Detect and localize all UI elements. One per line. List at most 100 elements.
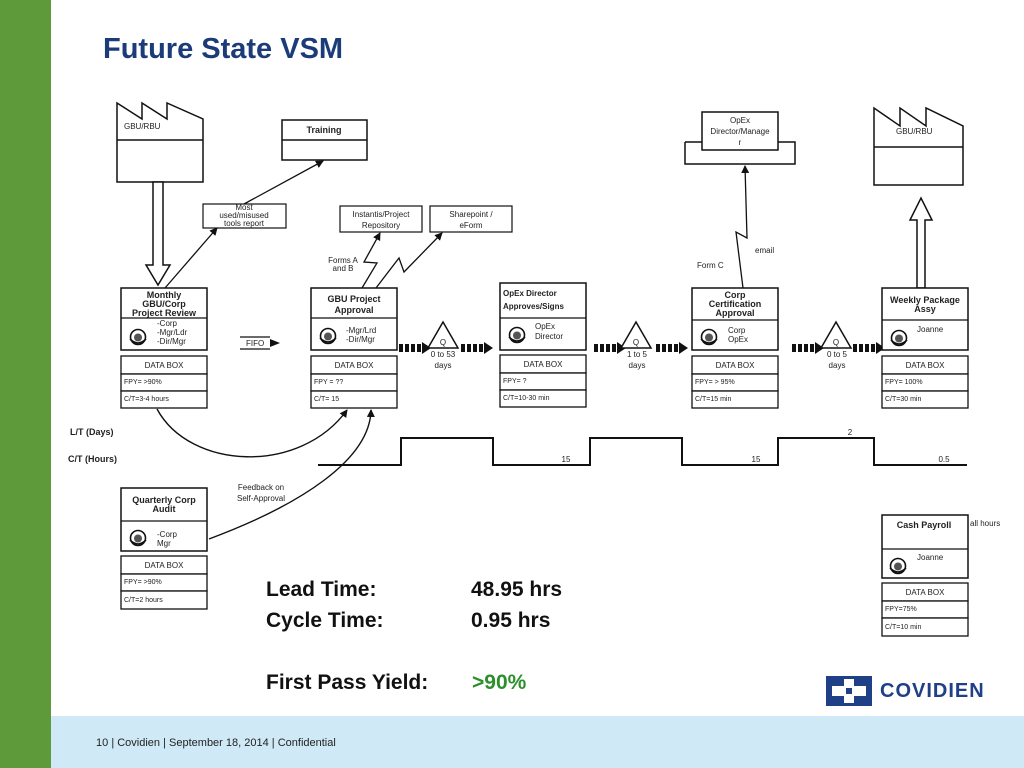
footer-page-number: 10 bbox=[96, 737, 109, 749]
process-name: Approves/Signs bbox=[503, 302, 564, 311]
push-arrow-icon bbox=[461, 342, 493, 354]
process-name: Corp bbox=[725, 290, 746, 300]
data-box-ct: C/T=3-4 hours bbox=[124, 396, 169, 403]
push-arrow-icon bbox=[792, 342, 824, 354]
data-box-fpy: FPY= >90% bbox=[124, 379, 162, 386]
process-name: Assy bbox=[914, 304, 936, 314]
opex-manager-line: Director/Manage bbox=[710, 127, 770, 136]
queue-days: 1 to 5 bbox=[627, 350, 648, 359]
process-name: Certification bbox=[709, 299, 762, 309]
cycle-time-label: Cycle Time: bbox=[266, 609, 384, 632]
email-label: email bbox=[755, 246, 774, 255]
tools-report-box: Most used/misused tools report bbox=[202, 203, 287, 229]
process-person: -Corp bbox=[157, 319, 178, 328]
sharepoint-box: Sharepoint / eForm bbox=[429, 205, 513, 233]
ct-hours-label: C/T (Hours) bbox=[68, 454, 117, 464]
process-box-opex-director: OpEx Director Approves/Signs OpEx Direct… bbox=[499, 282, 587, 351]
tools-report-line: used/misused bbox=[219, 211, 268, 220]
fifo-lane-icon: FIFO bbox=[240, 336, 280, 350]
data-box-header: DATA BOX bbox=[906, 361, 945, 370]
lead-time-label: Lead Time: bbox=[266, 578, 377, 601]
opex-manager-line: r bbox=[739, 138, 742, 147]
training-box: Training bbox=[281, 119, 368, 161]
inventory-triangle-icon: Q bbox=[426, 320, 460, 349]
sharepoint-line: eForm bbox=[459, 221, 482, 230]
queue-days: days bbox=[435, 361, 452, 370]
data-box-header: DATA BOX bbox=[716, 361, 755, 370]
feedback-curve bbox=[156, 408, 348, 458]
info-flow-review-to-tools-report bbox=[164, 227, 218, 289]
process-name: Approval bbox=[334, 305, 373, 315]
queue-days: 0 to 53 bbox=[431, 350, 456, 359]
process-name: Audit bbox=[153, 504, 176, 514]
process-person: -Mgr/Ldr bbox=[157, 328, 188, 337]
operator-icon bbox=[129, 529, 147, 547]
operator-icon bbox=[508, 326, 526, 344]
process-person: Corp bbox=[728, 326, 746, 335]
tools-report-line: tools report bbox=[224, 219, 265, 228]
instantis-line: Repository bbox=[362, 221, 400, 230]
queue-label: Q bbox=[833, 338, 839, 347]
forms-ab-label: Forms A bbox=[328, 256, 358, 265]
footer-separator: | bbox=[111, 737, 115, 749]
opex-manager-box: OpEx Director/Manage r bbox=[684, 111, 796, 165]
process-person: -Dir/Mgr bbox=[157, 337, 186, 346]
data-box-ct: C/T=10-30 min bbox=[503, 395, 550, 402]
operator-icon bbox=[890, 329, 908, 347]
data-box-fpy: FPY= 100% bbox=[885, 379, 923, 386]
data-box-header: DATA BOX bbox=[145, 561, 184, 570]
data-box-fpy: FPY= >90% bbox=[124, 579, 162, 586]
data-box-fpy: FPY = ?? bbox=[314, 379, 343, 386]
process-box-quarterly-audit: Quarterly Corp Audit -Corp Mgr bbox=[120, 487, 208, 552]
process-person: OpEx bbox=[535, 322, 555, 331]
supplier-label: GBU/RBU bbox=[124, 122, 161, 131]
timeline-value: 15 bbox=[562, 455, 571, 464]
timeline-value: 15 bbox=[752, 455, 761, 464]
inventory-triangle-icon: Q bbox=[819, 320, 853, 349]
payroll-side-note: all hours bbox=[970, 519, 1000, 528]
feedback-label: Self-Approval bbox=[237, 494, 285, 503]
operator-icon bbox=[700, 328, 718, 346]
operator-icon bbox=[319, 327, 337, 345]
fifo-label: FIFO bbox=[246, 339, 264, 348]
timeline-value: 2 bbox=[848, 428, 853, 437]
queue-days: days bbox=[829, 361, 846, 370]
cycle-time-value: 0.95 hrs bbox=[471, 609, 551, 632]
footer-company: Covidien bbox=[117, 737, 161, 749]
process-name: Weekly Package bbox=[890, 295, 960, 305]
data-box-fpy: FPY=75% bbox=[885, 606, 917, 613]
operator-icon bbox=[889, 557, 907, 575]
process-person: Joanne bbox=[917, 325, 944, 334]
footer-separator: | bbox=[271, 737, 275, 749]
process-name: OpEx Director bbox=[503, 289, 557, 298]
data-box-ct: C/T=2 hours bbox=[124, 597, 163, 604]
data-box-header: DATA BOX bbox=[906, 588, 945, 597]
process-box-gbu-approval: GBU Project Approval -Mgr/Lrd -Dir/Mgr bbox=[310, 287, 398, 351]
data-box-gbu-approval: DATA BOX FPY = ?? C/T= 15 bbox=[310, 355, 398, 409]
footer-classification: Confidential bbox=[277, 737, 336, 749]
timeline-value: 0.5 bbox=[938, 455, 950, 464]
queue-days: days bbox=[629, 361, 646, 370]
data-box-ct: C/T=15 min bbox=[695, 396, 731, 403]
footer-date: September 18, 2014 bbox=[169, 737, 269, 749]
inventory-triangle-icon: Q bbox=[619, 320, 653, 349]
process-person: -Dir/Mgr bbox=[346, 335, 375, 344]
data-box-header: DATA BOX bbox=[524, 360, 563, 369]
tools-report-line: Most bbox=[235, 203, 253, 212]
push-arrow-icon bbox=[853, 342, 885, 354]
process-person: -Corp bbox=[157, 530, 178, 539]
data-box-header: DATA BOX bbox=[335, 361, 374, 370]
process-box-cash-payroll: Cash Payroll Joanne bbox=[881, 514, 969, 579]
left-accent-bar bbox=[0, 0, 51, 768]
data-box-opex-director: DATA BOX FPY= ? C/T=10-30 min bbox=[499, 354, 587, 408]
fpy-value: >90% bbox=[472, 671, 527, 694]
page-title: Future State VSM bbox=[103, 33, 344, 65]
customer-factory-icon: GBU/RBU bbox=[873, 106, 964, 186]
footer-text: 10 | Covidien | September 18, 2014 | Con… bbox=[96, 737, 336, 749]
data-box-fpy: FPY= ? bbox=[503, 378, 527, 385]
data-box-ct: C/T=30 min bbox=[885, 396, 921, 403]
instantis-box: Instantis/Project Repository bbox=[339, 205, 423, 233]
push-arrow-icon bbox=[656, 342, 688, 354]
footer-separator: | bbox=[163, 737, 166, 749]
electronic-flow-to-instantis bbox=[361, 232, 381, 289]
